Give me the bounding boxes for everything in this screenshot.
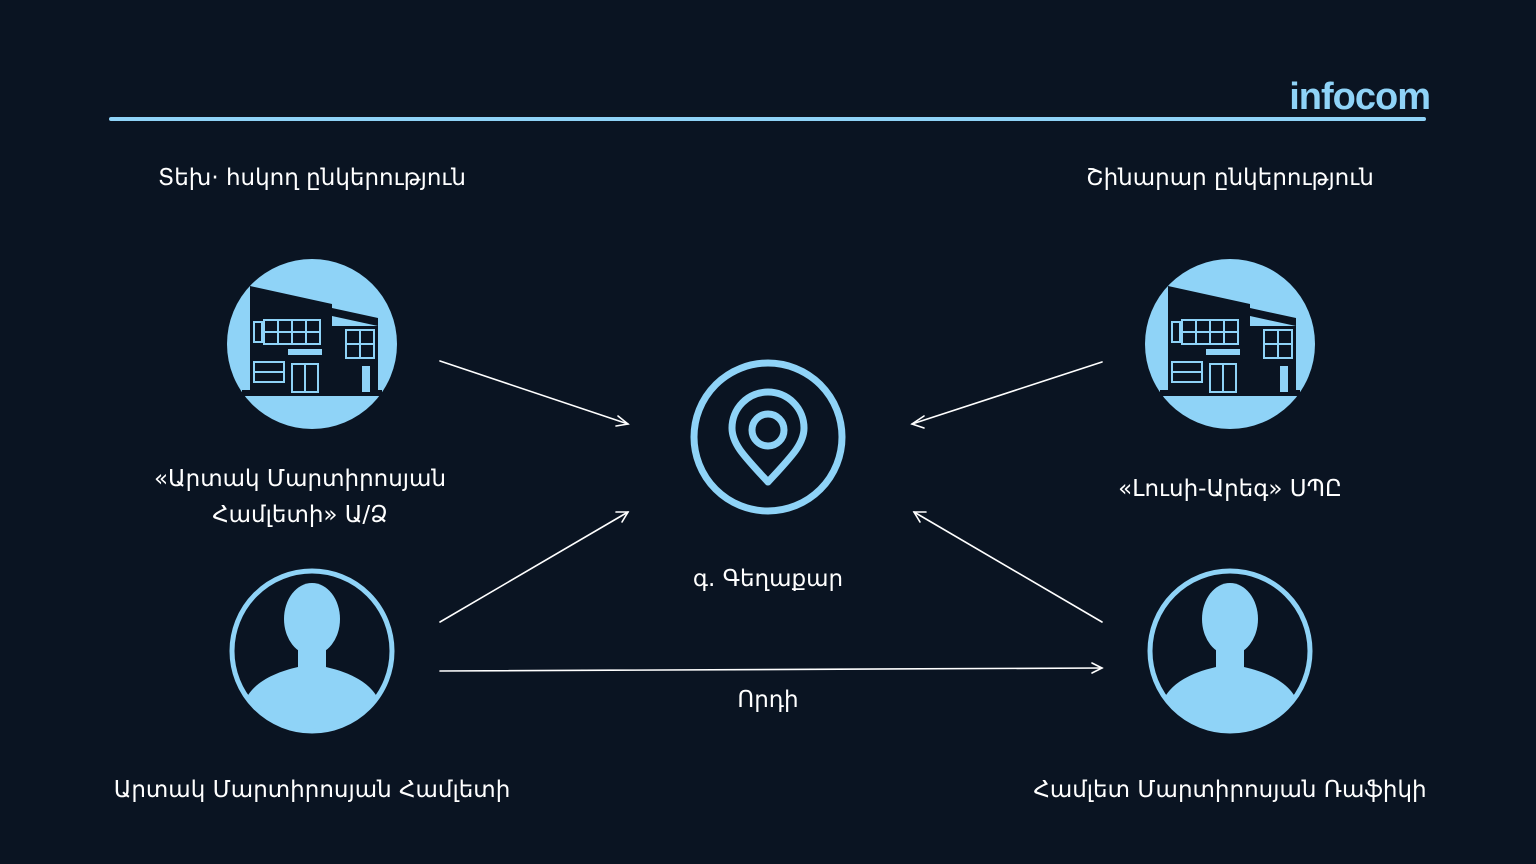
person-right-label: Համլետ Մարտիրոսյան Ռաֆիկի bbox=[1033, 777, 1427, 803]
arrows bbox=[439, 360, 1104, 674]
location-node bbox=[690, 359, 846, 515]
location-pin-icon bbox=[728, 388, 808, 486]
header-divider bbox=[109, 117, 1426, 121]
heading-construction-company: Շինարար ընկերություն bbox=[1086, 165, 1374, 191]
company-left-label-line1: «Արտակ Մարտիրոսյան bbox=[153, 466, 447, 492]
son-relation-label: Որդի bbox=[737, 687, 799, 713]
person-left-node bbox=[229, 568, 395, 734]
location-label: գ. Գեղաքար bbox=[692, 566, 844, 592]
person-left-label: Արտակ Մարտիրոսյան Համլետի bbox=[113, 777, 511, 803]
company-left-label-line2: Համլետի» Ա/Ձ bbox=[212, 502, 388, 528]
company-right-label: «Լուսի-Արեգ» ՍՊԸ bbox=[1118, 476, 1342, 502]
company-left-node bbox=[227, 259, 397, 429]
person-right-node bbox=[1147, 568, 1313, 734]
infocom-logo: infocom bbox=[1289, 76, 1431, 118]
heading-supervising-company: Տեխ· հսկող ընկերություն bbox=[158, 165, 466, 191]
company-left-label: «Արտակ Մարտիրոսյան Համլետի» Ա/Ձ bbox=[100, 461, 500, 533]
company-right-node bbox=[1145, 259, 1315, 429]
